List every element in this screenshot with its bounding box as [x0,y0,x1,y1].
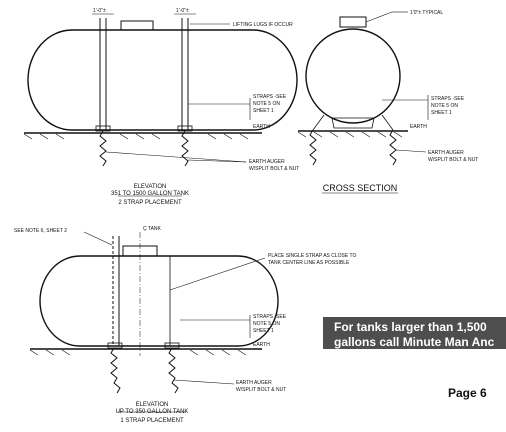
elevation-placement: 2 STRAP PLACEMENT [118,200,182,206]
auger-label-line2: W/SPLIT BOLT & NUT [249,166,299,172]
contact-banner: For tanks larger than 1,500 gallons call… [323,317,506,349]
tank-dome [120,20,154,31]
b-elevation-subtitle: UP TO 350 GALLON TANK [116,409,189,415]
elevation-title: ELEVATION [134,184,167,190]
cs-earth-label: EARTH [410,124,427,130]
straps-note-line3: SHEET 1 [253,108,274,114]
dim-right-label: 1'-0"± [176,8,189,14]
dim-left-label: 1'-0"± [93,8,106,14]
b-auger-label-line2: W/SPLIT BOLT & NUT [236,387,286,393]
b-earth-label: EARTH [253,342,270,348]
straps-note-line1: STRAPS -SEE [253,94,287,100]
elevation-2-strap [23,13,298,197]
auger-label-line1: EARTH AUGER [249,159,285,165]
b-straps-note-line1: STRAPS -SEE [253,314,287,320]
elevation-1-strap [29,231,279,413]
b-auger-label-line1: EARTH AUGER [236,380,272,386]
cs-straps-note-line3: SHEET 1 [431,110,452,116]
banner-line2: gallons call Minute Man Anc [334,335,495,349]
earth-label: EARTH [253,124,270,130]
elevation-subtitle: 351 TO 1500 GALLON TANK [111,191,189,197]
tank-body [27,29,298,131]
cs-auger-label-line1: EARTH AUGER [428,150,464,156]
b-straps-note-line3: SHEET 1 [253,328,274,334]
cs-straps-note-line1: STRAPS -SEE [431,96,465,102]
cs-auger-label-line2: W/SPLIT BOLT & NUT [428,157,478,163]
page-number: Page 6 [448,386,487,400]
lifting-lugs-label: LIFTING LUGS IF OCCUR [233,22,293,28]
cross-section-title: CROSS SECTION [323,183,398,193]
centerline-label: Ç TANK [143,226,162,232]
tank-body-small [39,255,279,347]
b-straps-note-line2: NOTE 5 ON [253,321,280,327]
cs-straps-note-line2: NOTE 5 ON [431,103,458,109]
banner-line1: For tanks larger than 1,500 [334,320,487,334]
see-note-label: SEE NOTE 6, SHEET 2 [14,228,67,234]
cross-section-drawing [297,11,429,194]
b-elevation-title: ELEVATION [136,402,169,408]
typical-label: 1'0"± TYPICAL [410,10,443,16]
straps-note-line2: NOTE 5 ON [253,101,280,107]
single-strap-line2: TANK CENTER LINE AS POSSIBLE [268,260,350,266]
single-strap-line1: PLACE SINGLE STRAP AS CLOSE TO [268,253,356,259]
b-elevation-placement: 1 STRAP PLACEMENT [120,418,184,424]
